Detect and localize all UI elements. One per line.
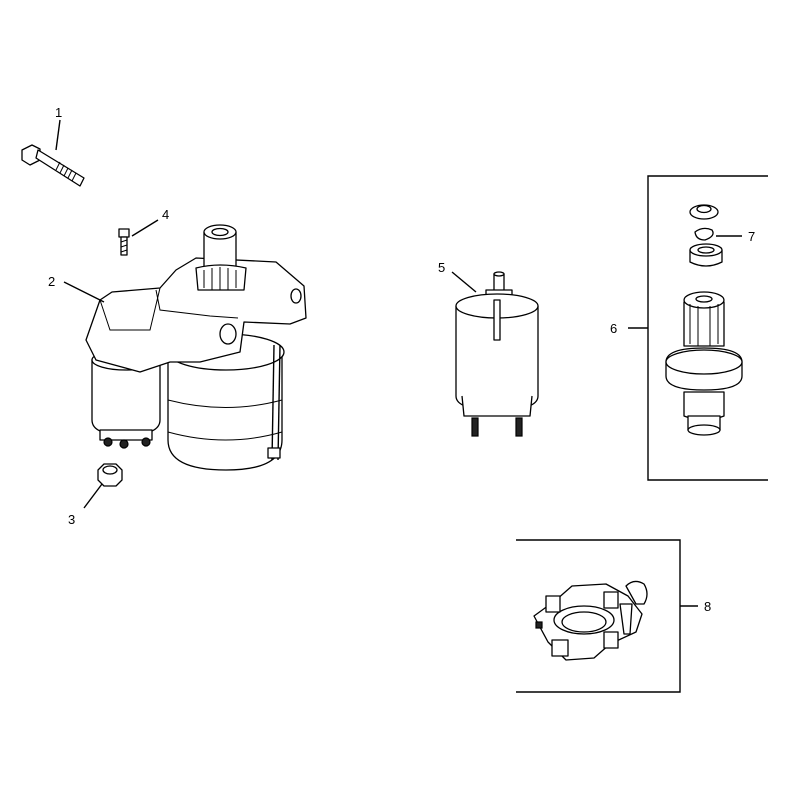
leader-line-3 bbox=[83, 483, 103, 509]
callout-3[interactable]: 3 bbox=[68, 512, 75, 527]
bolt-part[interactable] bbox=[21, 144, 85, 187]
group-bracket-8 bbox=[516, 539, 681, 693]
callout-8[interactable]: 8 bbox=[704, 599, 711, 614]
leader-line-4 bbox=[131, 219, 159, 237]
leader-line-1 bbox=[55, 119, 61, 151]
callout-4[interactable]: 4 bbox=[162, 207, 169, 222]
washer-kit-part[interactable] bbox=[689, 204, 723, 267]
leader-line-2 bbox=[63, 281, 105, 303]
nut-part[interactable] bbox=[97, 463, 123, 487]
leader-line-5 bbox=[451, 271, 477, 293]
callout-5[interactable]: 5 bbox=[438, 260, 445, 275]
callout-1[interactable]: 1 bbox=[55, 105, 62, 120]
solenoid-part[interactable] bbox=[455, 271, 539, 437]
callout-7[interactable]: 7 bbox=[748, 229, 755, 244]
starter-motor-part[interactable] bbox=[85, 224, 307, 471]
callout-2[interactable]: 2 bbox=[48, 274, 55, 289]
screw-part[interactable] bbox=[118, 228, 130, 256]
callout-6[interactable]: 6 bbox=[610, 321, 617, 336]
brush-holder-part[interactable] bbox=[533, 580, 648, 661]
drive-pinion-part[interactable] bbox=[665, 291, 743, 436]
